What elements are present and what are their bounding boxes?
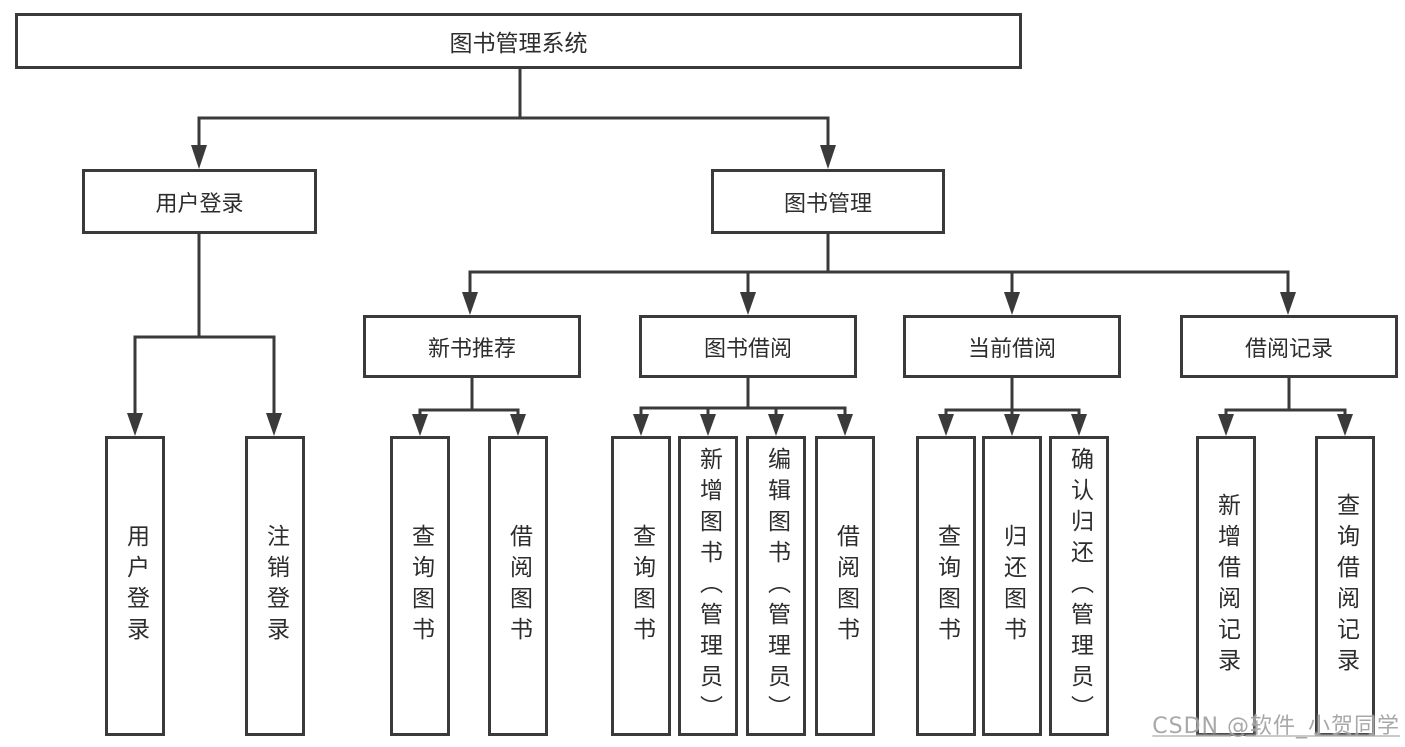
leaf-label: 查询图书 [628, 524, 655, 648]
leaf-label: 确认归还（管理员） [1066, 446, 1093, 726]
node-library-management-system: 图书管理系统 [15, 13, 1022, 69]
node-label: 用户登录 [155, 191, 244, 217]
node-label: 图书管理系统 [449, 31, 588, 57]
leaf-confirm-return-admin: 确认归还（管理员） [1049, 436, 1109, 736]
node-borrowing-records: 借阅记录 [1180, 315, 1398, 378]
node-current-borrowing: 当前借阅 [903, 315, 1121, 378]
node-label: 借阅记录 [1244, 336, 1333, 362]
leaf-label: 查询借阅记录 [1332, 493, 1359, 679]
leaf-user-login: 用户登录 [105, 436, 165, 736]
leaf-query-books: 查询图书 [916, 436, 976, 736]
leaf-query-books: 查询图书 [611, 436, 671, 736]
node-new-book-recommend: 新书推荐 [363, 315, 581, 378]
leaf-label: 查询图书 [407, 524, 434, 648]
leaf-label: 查询图书 [933, 524, 960, 648]
leaf-logout: 注销登录 [245, 436, 305, 736]
leaf-query-books: 查询图书 [390, 436, 450, 736]
node-book-borrowing: 图书借阅 [639, 315, 857, 378]
leaf-label: 归还图书 [999, 524, 1026, 648]
leaf-label: 借阅图书 [832, 524, 859, 648]
leaf-borrow-books: 借阅图书 [815, 436, 875, 736]
leaf-label: 新增借阅记录 [1213, 493, 1240, 679]
node-label: 图书借阅 [703, 336, 792, 362]
leaf-label: 用户登录 [122, 524, 149, 648]
leaf-label: 编辑图书（管理员） [763, 446, 790, 726]
leaf-label: 新增图书（管理员） [695, 446, 722, 726]
node-label: 新书推荐 [427, 336, 516, 362]
csdn-watermark: CSDN @软件_小贺同学 [1152, 714, 1400, 739]
node-label: 当前借阅 [967, 336, 1056, 362]
leaf-query-borrow-record: 查询借阅记录 [1315, 436, 1375, 736]
leaf-edit-books-admin: 编辑图书（管理员） [746, 436, 806, 736]
leaf-label: 借阅图书 [505, 524, 532, 648]
arrowheads [127, 145, 1353, 436]
leaf-return-books: 归还图书 [982, 436, 1042, 736]
leaf-borrow-books: 借阅图书 [488, 436, 548, 736]
leaf-label: 注销登录 [262, 524, 289, 648]
node-book-management: 图书管理 [711, 169, 945, 234]
leaf-add-books-admin: 新增图书（管理员） [678, 436, 738, 736]
leaf-add-borrow-record: 新增借阅记录 [1196, 436, 1256, 736]
node-label: 图书管理 [783, 191, 872, 217]
node-user-login: 用户登录 [82, 169, 317, 234]
